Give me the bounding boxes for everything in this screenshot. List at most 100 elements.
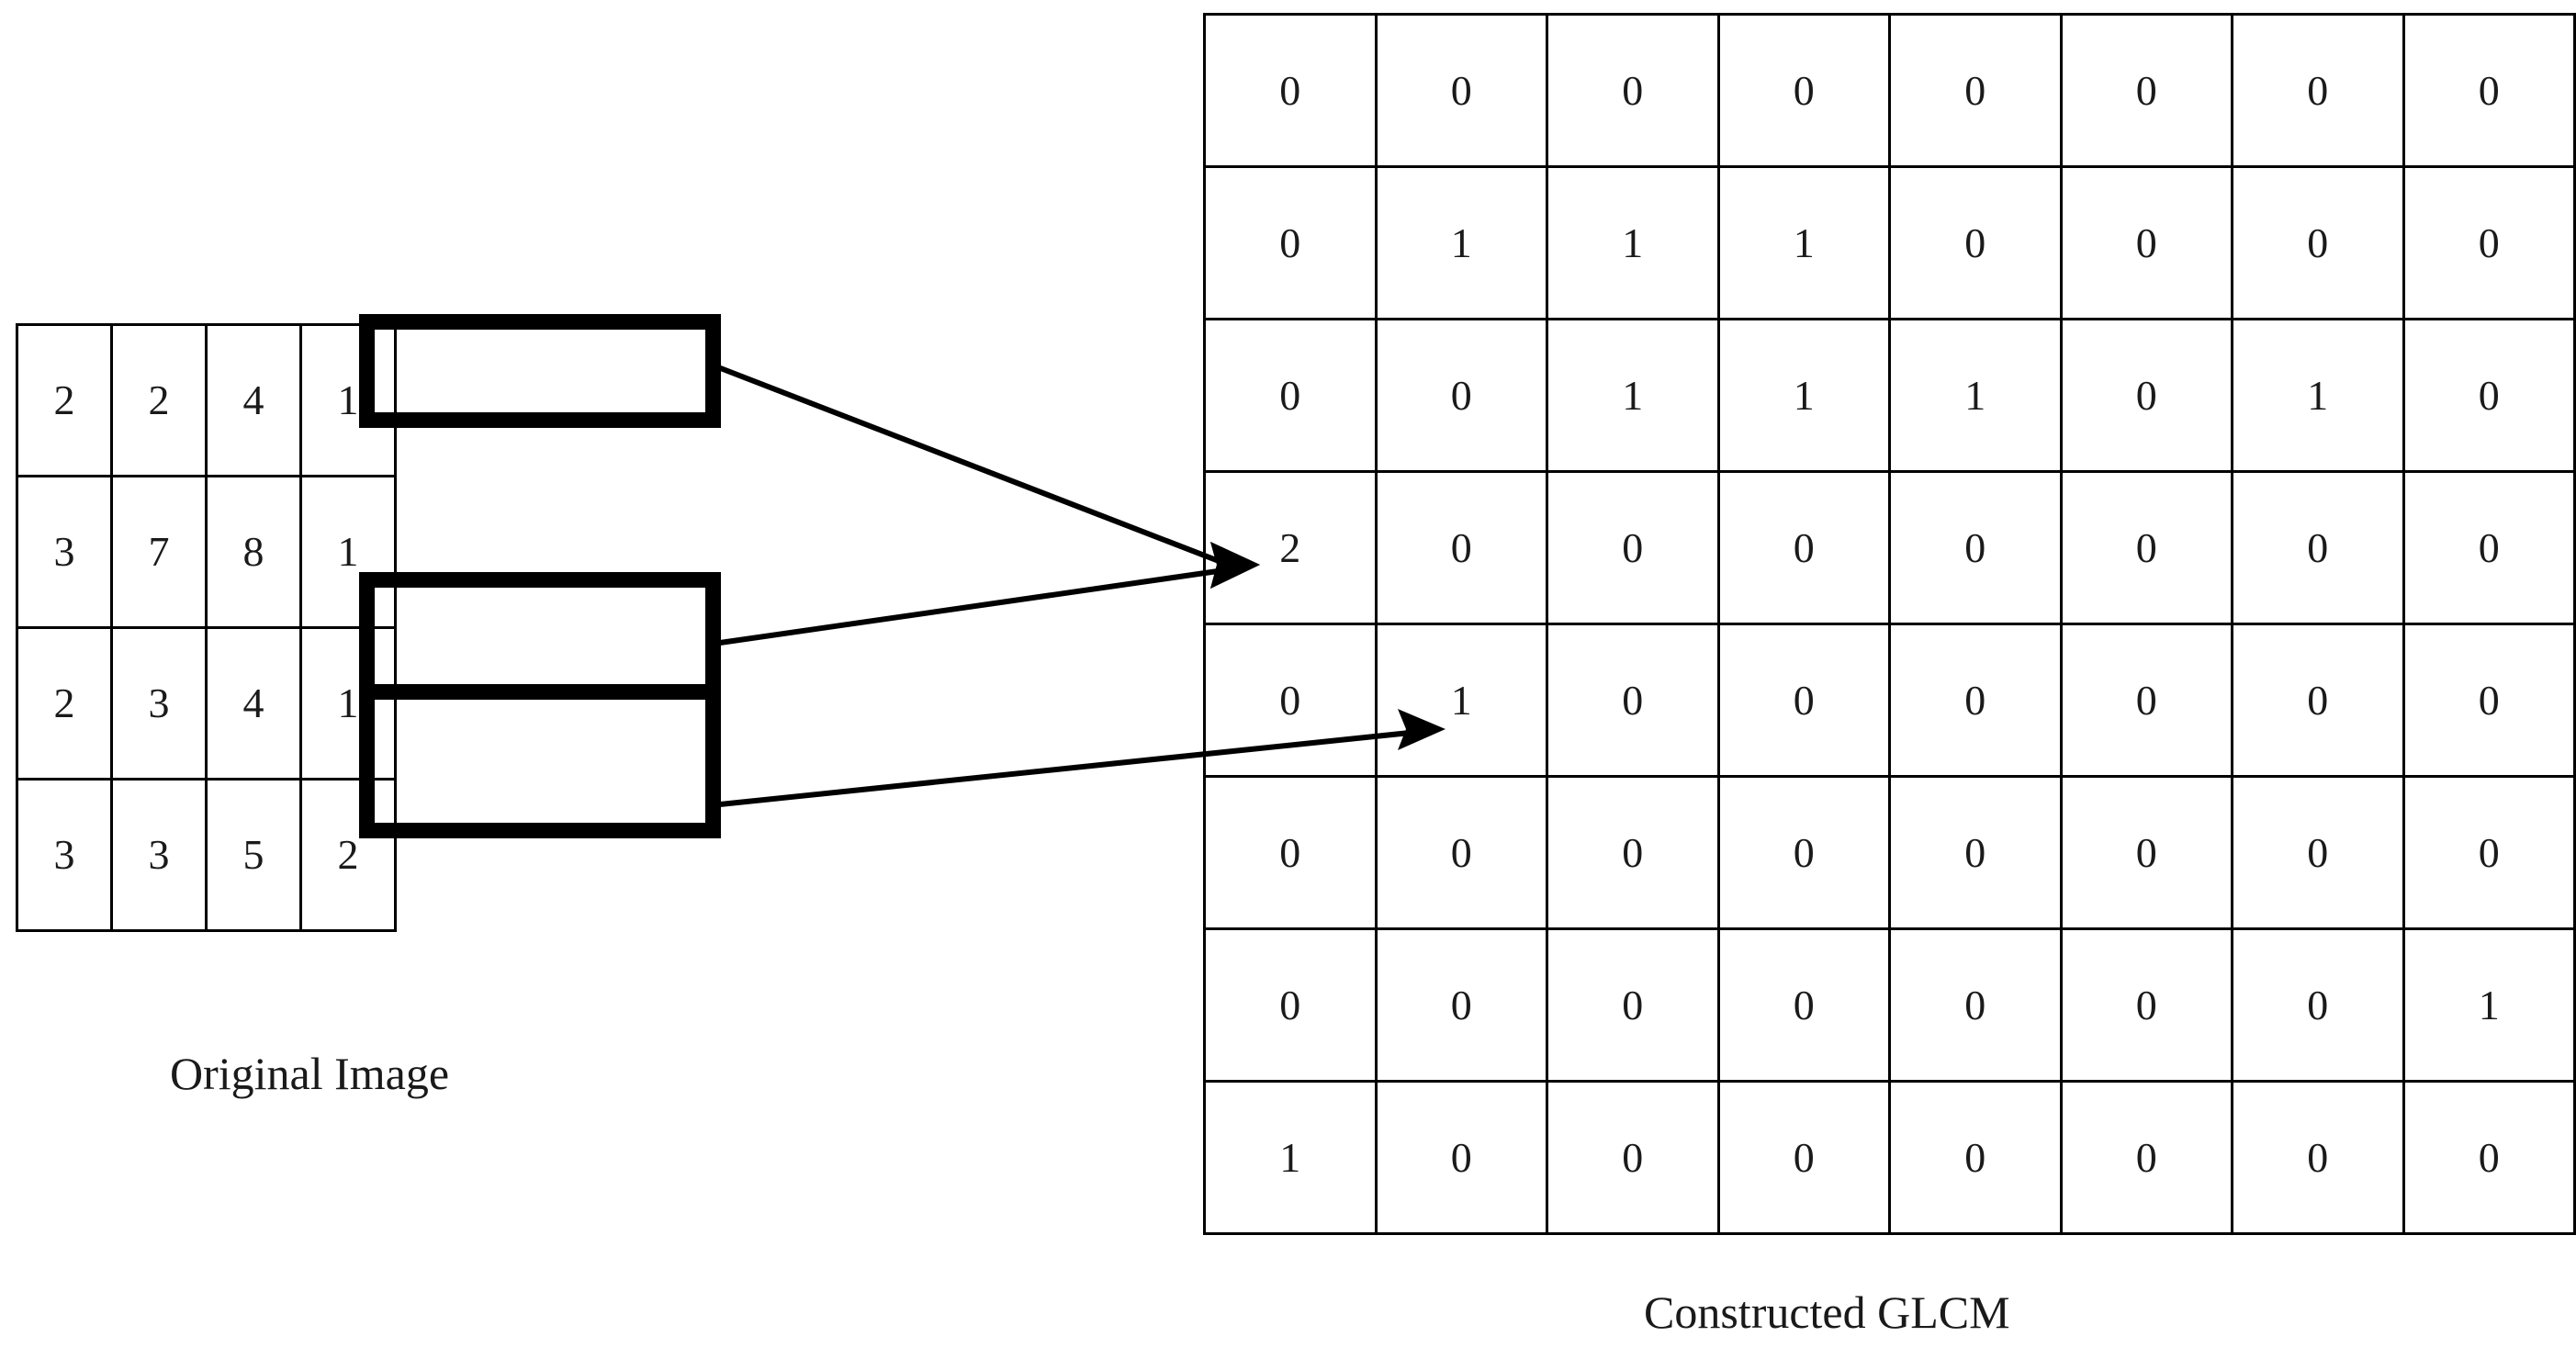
glcm-cell-r2c7: 0	[2402, 318, 2576, 473]
glcm-cell-r2c6: 1	[2231, 318, 2405, 473]
original-cell-r2c1: 3	[110, 626, 208, 781]
table-row: 2 3 4 1	[16, 626, 397, 781]
glcm-cell-r3c0: 2	[1203, 470, 1378, 625]
original-cell-r1c1: 7	[110, 475, 208, 629]
highlight-box-pair-bottom	[359, 572, 721, 838]
original-cell-r2c2: 4	[205, 626, 302, 781]
glcm-cell-r7c0: 1	[1203, 1080, 1378, 1235]
glcm-cell-r4c0: 0	[1203, 623, 1378, 778]
highlight-box-pair-top	[359, 314, 721, 428]
glcm-cell-r1c0: 0	[1203, 165, 1378, 320]
glcm-cell-r2c5: 0	[2059, 318, 2233, 473]
table-row: 0 1 1 1 0 0 0 0	[1203, 165, 2576, 320]
original-cell-r0c0: 2	[16, 323, 113, 477]
glcm-cell-r7c5: 0	[2059, 1080, 2233, 1235]
original-cell-r1c3: 1	[299, 475, 397, 629]
glcm-cell-r6c0: 0	[1203, 927, 1378, 1083]
original-cell-r0c2: 4	[205, 323, 302, 477]
glcm-cell-r2c4: 1	[1888, 318, 2063, 473]
glcm-cell-r1c5: 0	[2059, 165, 2233, 320]
glcm-cell-r4c7: 0	[2402, 623, 2576, 778]
arrow-middle-pair-to-glcm-icon	[719, 542, 1260, 646]
glcm-cell-r0c7: 0	[2402, 13, 2576, 168]
glcm-cell-r0c4: 0	[1888, 13, 2063, 168]
original-cell-r0c1: 2	[110, 323, 208, 477]
original-image-caption: Original Image	[170, 1048, 450, 1099]
glcm-cell-r5c0: 0	[1203, 775, 1378, 930]
original-image-grid: 2 2 4 1 3 7 8 1 2 3 4 1 3 3 5 2	[16, 323, 397, 932]
glcm-cell-r4c5: 0	[2059, 623, 2233, 778]
glcm-cell-r5c4: 0	[1888, 775, 2063, 930]
glcm-cell-r0c2: 0	[1546, 13, 1720, 168]
glcm-cell-r2c1: 0	[1374, 318, 1548, 473]
original-cell-r1c2: 8	[205, 475, 302, 629]
original-cell-r3c1: 3	[110, 778, 208, 932]
glcm-cell-r3c3: 0	[1716, 470, 1891, 625]
glcm-cell-r5c5: 0	[2059, 775, 2233, 930]
original-cell-r1c0: 3	[16, 475, 113, 629]
glcm-cell-r4c2: 0	[1546, 623, 1720, 778]
glcm-cell-r3c6: 0	[2231, 470, 2405, 625]
glcm-cell-r7c2: 0	[1546, 1080, 1720, 1235]
glcm-cell-r6c3: 0	[1716, 927, 1891, 1083]
glcm-cell-r6c7: 1	[2402, 927, 2576, 1083]
table-row: 3 3 5 2	[16, 778, 397, 932]
glcm-cell-r1c7: 0	[2402, 165, 2576, 320]
glcm-cell-r4c3: 0	[1716, 623, 1891, 778]
glcm-cell-r0c1: 0	[1374, 13, 1548, 168]
glcm-cell-r5c7: 0	[2402, 775, 2576, 930]
glcm-cell-r3c7: 0	[2402, 470, 2576, 625]
glcm-cell-r5c2: 0	[1546, 775, 1720, 930]
glcm-cell-r6c4: 0	[1888, 927, 2063, 1083]
glcm-cell-r4c1: 1	[1374, 623, 1548, 778]
table-row: 0 0 1 1 1 0 1 0	[1203, 318, 2576, 473]
glcm-grid-body: 0 0 0 0 0 0 0 0 0 1 1 1 0 0 0 0 0 0 1 1 …	[1203, 13, 2576, 1235]
glcm-cell-r6c1: 0	[1374, 927, 1548, 1083]
arrow-top-pair-to-glcm-icon	[716, 365, 1260, 589]
glcm-cell-r5c6: 0	[2231, 775, 2405, 930]
glcm-cell-r1c6: 0	[2231, 165, 2405, 320]
original-image-grid-body: 2 2 4 1 3 7 8 1 2 3 4 1 3 3 5 2	[16, 323, 397, 932]
glcm-cell-r1c2: 1	[1546, 165, 1720, 320]
glcm-cell-r3c5: 0	[2059, 470, 2233, 625]
glcm-cell-r4c6: 0	[2231, 623, 2405, 778]
table-row: 2 0 0 0 0 0 0 0	[1203, 470, 2576, 625]
table-row: 2 2 4 1	[16, 323, 397, 477]
glcm-caption: Constructed GLCM	[1644, 1286, 2010, 1338]
glcm-cell-r6c6: 0	[2231, 927, 2405, 1083]
glcm-cell-r5c1: 0	[1374, 775, 1548, 930]
table-row: 1 0 0 0 0 0 0 0	[1203, 1080, 2576, 1235]
glcm-cell-r1c1: 1	[1374, 165, 1548, 320]
glcm-cell-r0c3: 0	[1716, 13, 1891, 168]
glcm-cell-r1c3: 1	[1716, 165, 1891, 320]
glcm-cell-r2c0: 0	[1203, 318, 1378, 473]
glcm-cell-r7c6: 0	[2231, 1080, 2405, 1235]
original-cell-r2c0: 2	[16, 626, 113, 781]
glcm-cell-r7c3: 0	[1716, 1080, 1891, 1235]
table-row: 0 0 0 0 0 0 0 0	[1203, 775, 2576, 930]
original-cell-r2c3: 1	[299, 626, 397, 781]
original-cell-r0c3: 1	[299, 323, 397, 477]
glcm-cell-r0c0: 0	[1203, 13, 1378, 168]
glcm-cell-r0c5: 0	[2059, 13, 2233, 168]
table-row: 0 0 0 0 0 0 0 1	[1203, 927, 2576, 1083]
glcm-cell-r2c3: 1	[1716, 318, 1891, 473]
glcm-cell-r6c5: 0	[2059, 927, 2233, 1083]
original-cell-r3c0: 3	[16, 778, 113, 932]
glcm-cell-r7c4: 0	[1888, 1080, 2063, 1235]
table-row: 0 0 0 0 0 0 0 0	[1203, 13, 2576, 168]
glcm-grid: 0 0 0 0 0 0 0 0 0 1 1 1 0 0 0 0 0 0 1 1 …	[1203, 13, 2576, 1235]
glcm-cell-r1c4: 0	[1888, 165, 2063, 320]
glcm-cell-r7c7: 0	[2402, 1080, 2576, 1235]
glcm-cell-r7c1: 0	[1374, 1080, 1548, 1235]
table-row: 0 1 0 0 0 0 0 0	[1203, 623, 2576, 778]
glcm-cell-r6c2: 0	[1546, 927, 1720, 1083]
glcm-cell-r4c4: 0	[1888, 623, 2063, 778]
table-row: 3 7 8 1	[16, 475, 397, 629]
original-cell-r3c3: 2	[299, 778, 397, 932]
highlight-box-divider	[359, 684, 721, 700]
glcm-cell-r5c3: 0	[1716, 775, 1891, 930]
glcm-cell-r3c4: 0	[1888, 470, 2063, 625]
glcm-cell-r3c1: 0	[1374, 470, 1548, 625]
glcm-cell-r0c6: 0	[2231, 13, 2405, 168]
